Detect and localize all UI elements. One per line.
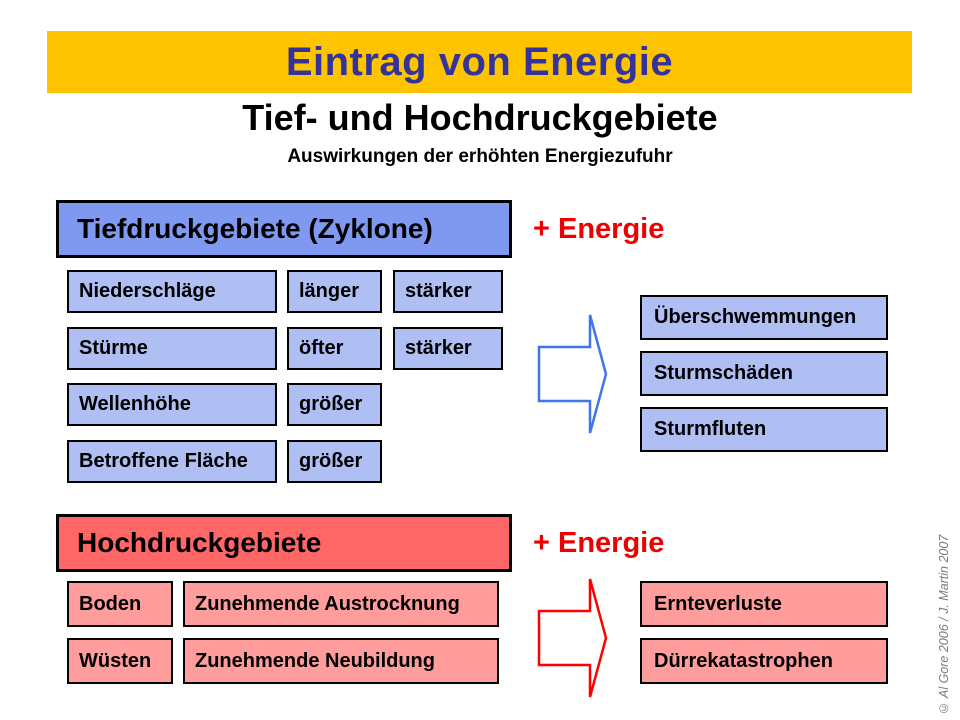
attribute-box: größer [287, 383, 382, 426]
banner-title: Eintrag von Energie [285, 39, 674, 84]
high-pressure-header: Hochdruckgebiete [56, 514, 512, 572]
effect-box: Ernteverluste [640, 581, 888, 627]
attribute-box: stärker [393, 270, 503, 313]
high-pressure-energy-label: + Energie [533, 526, 665, 559]
effect-box: Dürrekatastrophen [640, 638, 888, 684]
arrow-right-icon [537, 578, 608, 698]
factor-box: Wüsten [67, 638, 173, 684]
factor-box: Stürme [67, 327, 277, 370]
effect-box: Sturmschäden [640, 351, 888, 396]
factor-box: Wellenhöhe [67, 383, 277, 426]
attribute-box: Zunehmende Neubildung [183, 638, 499, 684]
attribute-box: größer [287, 440, 382, 483]
attribute-box: länger [287, 270, 382, 313]
factor-box: Boden [67, 581, 173, 627]
factor-box: Betroffene Fläche [67, 440, 277, 483]
page-title: Tief- und Hochdruckgebiete [242, 97, 718, 138]
factor-box: Niederschläge [67, 270, 277, 313]
arrow-right-icon [537, 314, 608, 434]
banner: Eintrag von Energie [47, 31, 912, 93]
attribute-box: Zunehmende Austrocknung [183, 581, 499, 627]
attribute-box: stärker [393, 327, 503, 370]
low-pressure-energy-label: + Energie [533, 212, 665, 245]
page-subtitle: Auswirkungen der erhöhten Energiezufuhr [287, 146, 673, 167]
copyright-credit: © Al Gore 2006 / J. Martin 2007 [937, 534, 951, 715]
effect-box: Sturmfluten [640, 407, 888, 452]
low-pressure-header: Tiefdruckgebiete (Zyklone) [56, 200, 512, 258]
attribute-box: öfter [287, 327, 382, 370]
effect-box: Überschwemmungen [640, 295, 888, 340]
